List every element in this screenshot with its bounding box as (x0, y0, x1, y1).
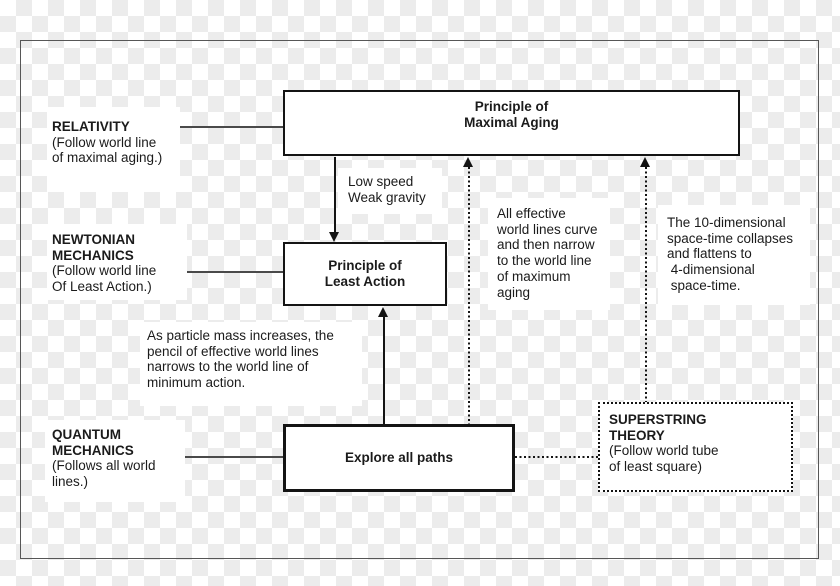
particle-mass-annotation-text: As particle mass increases, the pencil o… (147, 328, 334, 391)
quantum-body: (Follows all world lines.) (52, 458, 156, 490)
diagram-frame (20, 40, 819, 559)
superstring-theory-heading: SUPERSTRING THEORY (609, 412, 707, 443)
dotted-connector-explore-to-superstring (515, 456, 599, 458)
maximal-aging-box: Principle of Maximal Aging (283, 90, 740, 156)
superstring-theory-body: (Follow world tube of least square) (609, 443, 719, 475)
quantum-heading: QUANTUM MECHANICS (52, 427, 134, 458)
newtonian-heading: NEWTONIAN MECHANICS (52, 232, 135, 263)
low-speed-annotation: Low speed Weak gravity (338, 168, 442, 214)
least-action-box: Principle of Least Action (283, 242, 447, 306)
arrow-explore-to-least-line (383, 317, 385, 424)
explore-paths-box: Explore all paths (283, 424, 515, 492)
newtonian-body: (Follow world line Of Least Action.) (52, 263, 157, 295)
newtonian-mechanics-label: NEWTONIAN MECHANICS (Follow world line O… (47, 224, 187, 300)
least-action-box-title: Principle of Least Action (324, 258, 406, 289)
superstring-theory-box: SUPERSTRING THEORY (Follow world tube of… (598, 402, 793, 492)
low-speed-annotation-text: Low speed Weak gravity (348, 174, 426, 205)
connector-relativity-to-maximal-aging (178, 126, 284, 128)
connector-newtonian-to-least-action (178, 271, 284, 273)
quantum-mechanics-label: QUANTUM MECHANICS (Follows all world lin… (45, 420, 185, 502)
up-arrowhead-icon (640, 157, 650, 167)
particle-mass-annotation: As particle mass increases, the pencil o… (140, 322, 362, 406)
world-lines-annotation-text: All effective world lines curve and then… (497, 206, 598, 300)
relativity-label: RELATIVITY (Follow world line of maximal… (47, 107, 180, 192)
up-arrowhead-icon (378, 307, 388, 317)
relativity-heading: RELATIVITY (52, 119, 130, 134)
dashed-arrow-explore-to-maximal-line (468, 167, 470, 424)
ten-dimensional-annotation-text: The 10-dimensional space-time collapses … (667, 215, 794, 293)
dashed-arrow-superstring-to-maximal-line (645, 167, 647, 402)
arrow-maximal-to-least-line (334, 157, 336, 233)
maximal-aging-box-title: Principle of Maximal Aging (464, 99, 559, 130)
ten-dimensional-annotation: The 10-dimensional space-time collapses … (658, 205, 810, 305)
connector-quantum-to-explore-paths (185, 456, 284, 458)
world-lines-annotation: All effective world lines curve and then… (488, 198, 610, 310)
up-arrowhead-icon (463, 157, 473, 167)
down-arrowhead-icon (329, 232, 339, 242)
relativity-body: (Follow world line of maximal aging.) (52, 134, 163, 166)
explore-paths-box-title: Explore all paths (344, 450, 454, 466)
